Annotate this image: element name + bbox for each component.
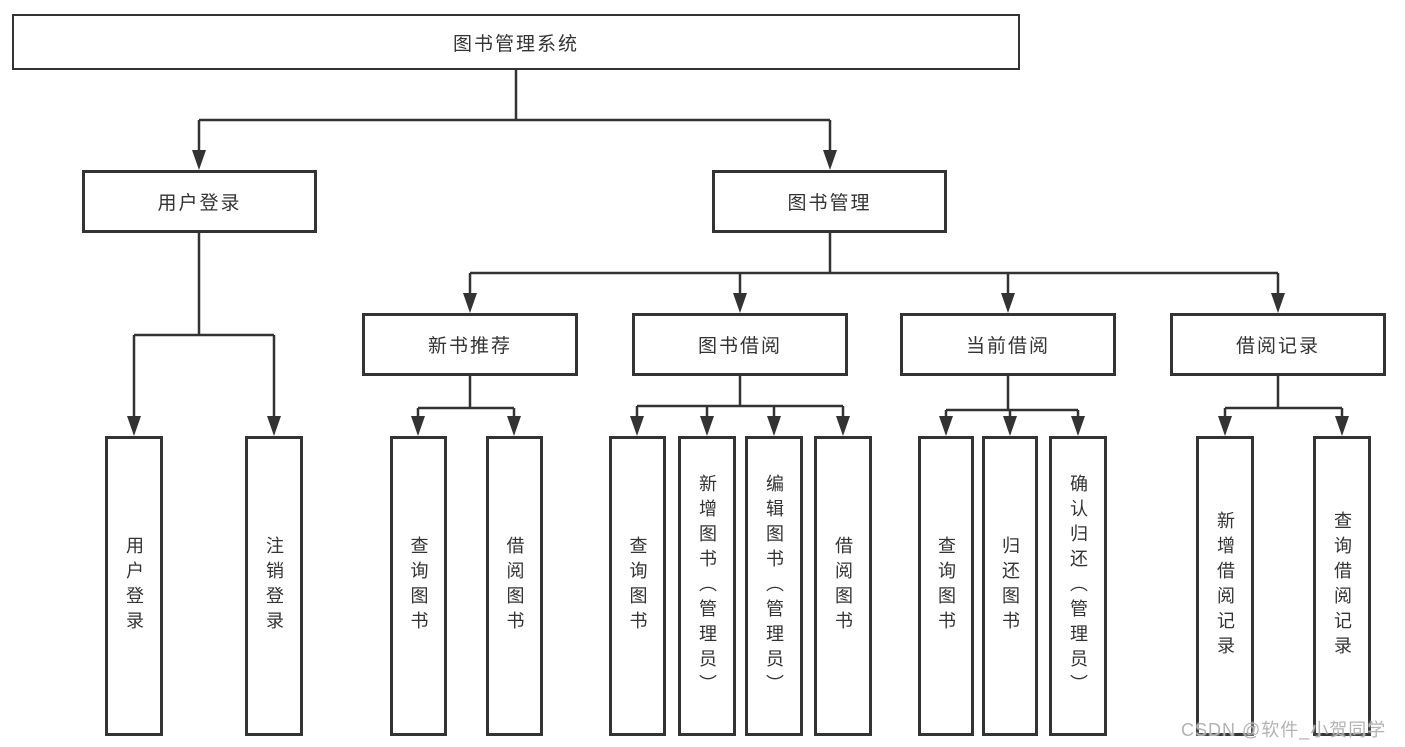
node-label: 编辑图书（管理员） — [764, 473, 784, 699]
node-label: 借阅记录 — [1235, 336, 1320, 357]
node-book-management: 图书管理 — [712, 170, 947, 233]
node-borrowing-records: 借阅记录 — [1170, 313, 1386, 376]
node-label: 图书管理 — [787, 193, 872, 214]
leaf-query-books-borrow: 查询图书 — [609, 436, 666, 736]
node-label: 新增图书（管理员） — [697, 473, 717, 699]
connector-root-to-level2 — [197, 70, 832, 152]
node-label: 图书借阅 — [697, 336, 782, 357]
leaf-query-books-recommend: 查询图书 — [390, 436, 447, 736]
leaf-return-books: 归还图书 — [982, 436, 1038, 736]
node-label: 用户登录 — [157, 193, 242, 214]
node-label: 新书推荐 — [427, 336, 512, 357]
connector-new-book-rec-children — [416, 376, 516, 418]
node-label: 确认归还（管理员） — [1068, 473, 1088, 699]
node-new-book-recommendation: 新书推荐 — [362, 313, 578, 376]
node-label: 当前借阅 — [965, 336, 1050, 357]
node-current-borrowing: 当前借阅 — [900, 313, 1116, 376]
node-library-management-system: 图书管理系统 — [12, 14, 1020, 70]
node-label: 查询图书 — [936, 536, 956, 636]
leaf-add-books-admin: 新增图书（管理员） — [678, 436, 736, 736]
leaf-edit-books-admin: 编辑图书（管理员） — [745, 436, 803, 736]
node-label: 归还图书 — [1000, 536, 1020, 636]
node-label: 借阅图书 — [833, 536, 853, 636]
node-label: 借阅图书 — [504, 536, 525, 636]
node-label: 图书管理系统 — [452, 33, 579, 55]
leaf-query-borrow-record: 查询借阅记录 — [1313, 436, 1371, 736]
node-label: 注销登录 — [264, 536, 284, 636]
connector-user-login-children — [132, 233, 276, 418]
leaf-borrow-books-recommend: 借阅图书 — [486, 436, 543, 736]
node-user-login: 用户登录 — [82, 170, 317, 233]
csdn-watermark: CSDN @软件_小贺同学 — [1181, 720, 1387, 740]
leaf-add-borrow-record: 新增借阅记录 — [1196, 436, 1254, 736]
leaf-borrow-books: 借阅图书 — [814, 436, 872, 736]
leaf-logout: 注销登录 — [245, 436, 303, 736]
leaf-user-login: 用户登录 — [105, 436, 163, 736]
connector-current-borrow-children — [944, 376, 1080, 418]
arrowheads — [127, 150, 1349, 436]
node-book-borrowing: 图书借阅 — [632, 313, 848, 376]
leaf-confirm-return-admin: 确认归还（管理员） — [1049, 436, 1107, 736]
node-label: 新增借阅记录 — [1215, 511, 1235, 661]
node-label: 查询借阅记录 — [1332, 511, 1352, 661]
node-label: 查询图书 — [627, 536, 648, 636]
leaf-query-books-current: 查询图书 — [918, 436, 974, 736]
node-label: 用户登录 — [124, 536, 144, 636]
node-label: 查询图书 — [408, 536, 429, 636]
connector-book-borrow-children — [635, 376, 845, 418]
connector-book-mgmt-to-level3 — [468, 233, 1280, 295]
connector-borrow-records-children — [1223, 376, 1344, 418]
